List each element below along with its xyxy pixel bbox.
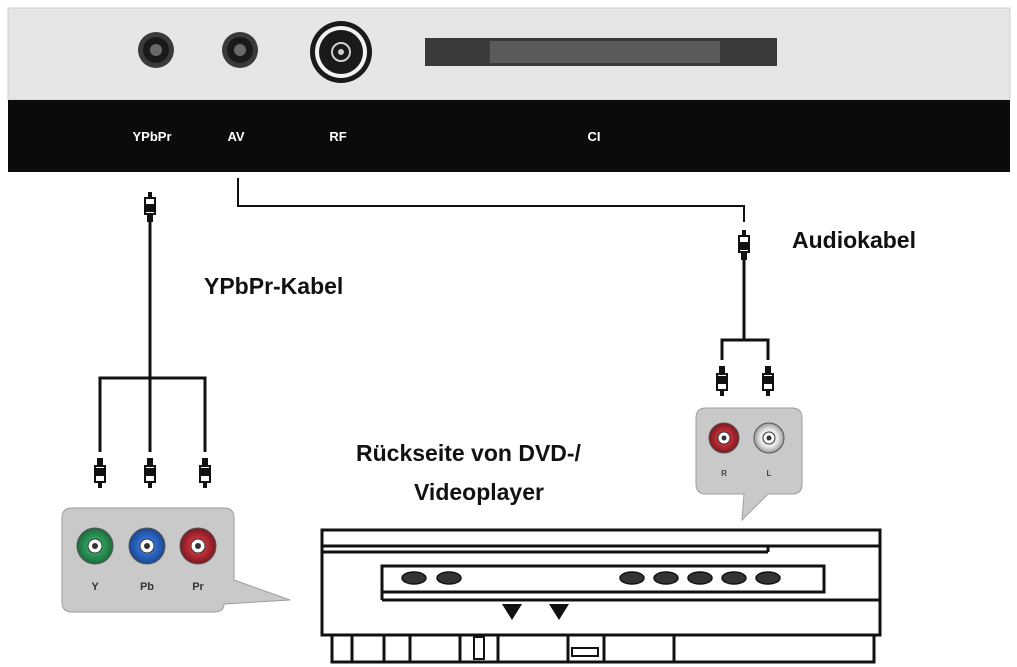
plug-l [762,365,774,397]
jack-r-label: R [721,469,727,478]
ci-slot-label: CI [588,129,601,144]
component-jack-panel: Y Pb Pr [61,507,291,613]
dvd-player-buttons [401,571,781,585]
dvd-caption-line2: Videoplayer [414,479,544,505]
jack-l-label: L [767,469,772,478]
jack-pr-label: Pr [192,581,204,593]
ypbpr-cable [94,191,211,489]
audio-jack-panel: R L [695,407,803,522]
jack-r[interactable] [708,422,740,454]
av-port-label: AV [227,129,244,144]
audio-cable-label: Audiokabel [792,227,916,253]
plug-r [716,365,728,397]
plug-pr [199,457,211,489]
jack-pb[interactable] [128,527,166,565]
plug-pb [144,457,156,489]
rf-port[interactable] [310,21,372,83]
tv-panel-label-strip [8,100,1010,172]
ci-slot[interactable] [425,38,777,66]
dvd-player-indicators [502,604,569,620]
jack-pb-label: Pb [140,581,154,593]
jack-y[interactable] [76,527,114,565]
ypbpr-cable-label: YPbPr-Kabel [204,273,343,299]
audio-cable-top-plug [738,229,750,261]
rf-port-label: RF [329,129,346,144]
ypbpr-port-label: YPbPr [132,129,171,144]
ypbpr-cable-top-plug [144,191,156,223]
dvd-player [320,528,882,664]
av-port[interactable] [222,32,258,68]
jack-y-label: Y [91,581,99,593]
audio-cable [237,178,774,397]
jack-l[interactable] [753,422,785,454]
plug-y [94,457,106,489]
ypbpr-port[interactable] [138,32,174,68]
jack-pr[interactable] [179,527,217,565]
dvd-caption-line1: Rückseite von DVD-/ [356,440,582,466]
tv-panel: YPbPr AV RF CI [7,7,1011,172]
